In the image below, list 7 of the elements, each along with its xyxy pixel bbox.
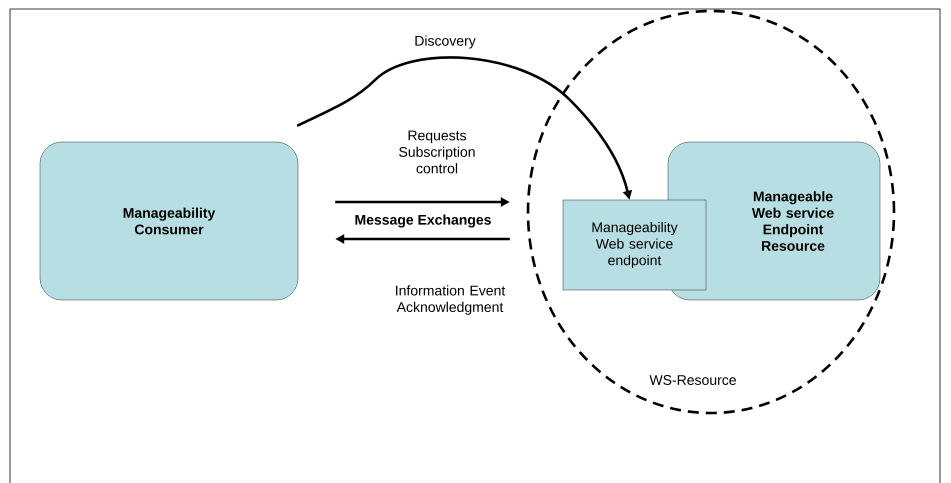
process-box: Manageability Web service endpoint bbox=[562, 200, 706, 290]
exchange-label: Message Exchanges bbox=[355, 214, 491, 228]
edge-label: Discovery bbox=[415, 35, 476, 49]
edge-label: Information Event Acknowledgment bbox=[396, 285, 506, 315]
edge-label: Requests Subscription control bbox=[399, 130, 475, 174]
process-box: Manageability Consumer bbox=[40, 142, 298, 300]
group-label: WS-Resource bbox=[650, 375, 736, 385]
